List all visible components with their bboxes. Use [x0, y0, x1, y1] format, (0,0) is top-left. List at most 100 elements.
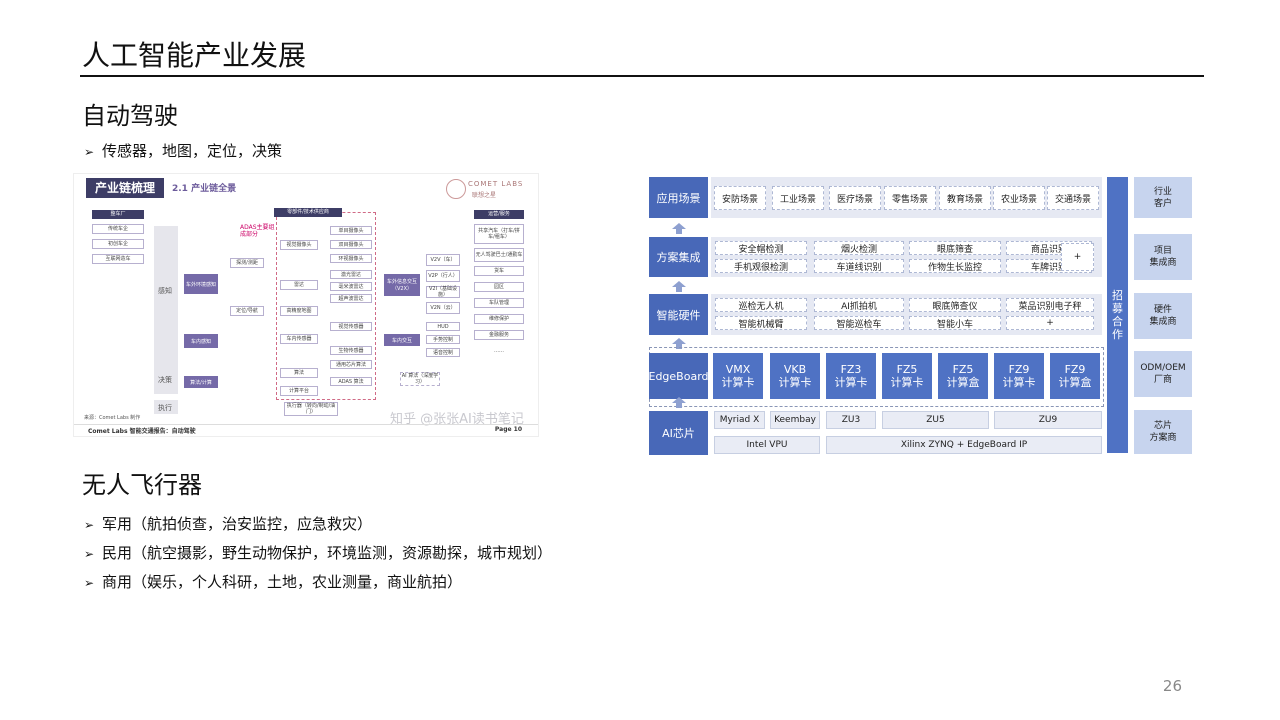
ops-item: 货车 [474, 266, 524, 276]
bullet-arrow-icon: ➢ [84, 518, 95, 532]
sensor-sub-item: 通用芯片算法 [330, 360, 372, 369]
solution-item: 手机观很检测 [715, 259, 807, 273]
title-divider [80, 75, 1204, 77]
solution-item: 眼底筛查 [909, 241, 1001, 255]
block-v2x: 车外信息交互（V2X） [384, 274, 420, 296]
up-arrow-icon [672, 397, 686, 408]
scenario-item: 安防场景 [714, 186, 766, 210]
sensor-sub-item: ADAS 算法 [330, 377, 372, 386]
sensor-sub-item: 环视摄像头 [330, 254, 372, 263]
block-compute: 算法/计算 [184, 376, 218, 388]
page-number: 26 [1162, 677, 1182, 695]
group-head-oem: 整车厂 [92, 210, 144, 219]
sensor-sub-item: 双目摄像头 [330, 240, 372, 249]
up-arrow-icon [672, 338, 686, 349]
stage-perception-bg [154, 226, 178, 376]
oem-item: 初创车企 [92, 239, 144, 249]
ops-item: 金融服务 [474, 330, 524, 340]
solution-item: 烟火检测 [814, 241, 904, 255]
bullet-item: ➢传感器，地图，定位，决策 [84, 137, 282, 166]
row-label-edgeboard: EdgeBoard [649, 353, 709, 399]
ops-item: 无人驾驶巴士/通勤车 [474, 248, 524, 262]
stage-execution: 执行 [158, 404, 172, 412]
hardware-add-button[interactable]: + [1006, 316, 1094, 330]
block-cabin: 车内交互 [384, 334, 420, 346]
hardware-item: 菜品识别电子秤 [1006, 298, 1094, 312]
solution-add-button[interactable]: + [1061, 243, 1094, 271]
recruit-cooperation-label: 招募合作 [1112, 289, 1123, 341]
v2x-item: V2V（车） [426, 254, 460, 266]
chip-item: Myriad X [714, 411, 765, 429]
v2x-item: V2P（行人） [426, 270, 460, 282]
comet-labs-logo: COMET LABS 联想之星 [446, 178, 532, 200]
figure-header: 产业链梳理 2.1 产业链全景 COMET LABS 联想之星 [74, 174, 538, 202]
logo-ring-icon [446, 179, 466, 199]
scenario-item: 零售场景 [884, 186, 936, 210]
industry-chain-figure: 产业链梳理 2.1 产业链全景 COMET LABS 联想之星 整车厂 传统车企… [73, 173, 539, 437]
hardware-item: 眼底筛查仪 [909, 298, 1001, 312]
autonomous-driving-bullets: ➢传感器，地图，定位，决策 [84, 137, 282, 166]
row-label-application: 应用场景 [649, 177, 708, 218]
figure-footer: Comet Labs 智能交通报告：自动驾驶 Page 10 [74, 424, 538, 436]
scenario-item: 农业场景 [993, 186, 1045, 210]
row-label-solution: 方案集成 [649, 237, 708, 277]
mid-item: 定位/导航 [230, 306, 264, 316]
bullet-item: ➢商用（娱乐，个人科研，土地，农业测量，商业航拍） [84, 568, 552, 597]
chip-item: ZU3 [826, 411, 876, 429]
block-env-perception: 车外环境感知 [184, 274, 218, 294]
recruit-cooperation-bar: 招募合作 [1107, 177, 1128, 453]
up-arrow-icon [672, 281, 686, 292]
hardware-item: 智能小车 [909, 316, 1001, 330]
edgeboard-ecosystem-figure: 应用场景 安防场景 工业场景 医疗场景 零售场景 教育场景 农业场景 交通场景 … [649, 175, 1192, 455]
scenario-item: 交通场景 [1047, 186, 1099, 210]
cabin-item: 语音控制 [426, 348, 460, 357]
page-title: 人工智能产业发展 [82, 39, 307, 72]
sensor-sub-item: 生物传感器 [330, 346, 372, 355]
solution-item: 车道线识别 [814, 259, 904, 273]
hardware-item: 智能机械臂 [715, 316, 807, 330]
cabin-item: HUD [426, 322, 460, 331]
sensor-sub-item: 激光雷达 [330, 270, 372, 279]
solution-item: 作物生长监控 [909, 259, 1001, 273]
ops-item: …… [474, 346, 524, 356]
ops-item: 车队管理 [474, 298, 524, 308]
stage-decision-bg [154, 368, 178, 394]
scenario-item: 教育场景 [939, 186, 991, 210]
scenario-item: 工业场景 [772, 186, 824, 210]
sensor-item: 雷达 [280, 280, 318, 290]
exec-block: 执行器（转向/制动/油门） [284, 402, 338, 416]
row-label-hardware: 智能硬件 [649, 294, 708, 335]
block-cabin-perception: 车内感知 [184, 334, 218, 348]
side-label-hardware-integrator: 硬件集成商 [1134, 293, 1192, 339]
bullet-item: ➢民用（航空摄影，野生动物保护，环境监测，资源勘探，城市规划） [84, 539, 552, 568]
side-label-industry-client: 行业客户 [1134, 177, 1192, 218]
sensor-item: 视觉摄像头 [280, 240, 318, 250]
sensor-sub-item: 毫米波雷达 [330, 282, 372, 291]
figure-header-tab: 产业链梳理 [86, 178, 164, 198]
stage-perception: 感知 [158, 287, 172, 295]
sensor-sub-item: 超声波雷达 [330, 294, 372, 303]
v2x-item: V2I（基础设施） [426, 286, 460, 298]
oem-item: 传统车企 [92, 224, 144, 234]
chip-item: ZU5 [882, 411, 989, 429]
hardware-item: 智能巡检车 [814, 316, 904, 330]
section-heading-autonomous-driving: 自动驾驶 [82, 102, 178, 130]
bullet-item: ➢军用（航拍侦查，治安监控，应急救灾） [84, 510, 552, 539]
bullet-arrow-icon: ➢ [84, 576, 95, 590]
hardware-item: AI抓拍机 [814, 298, 904, 312]
sensor-item: 车内传感器 [280, 334, 318, 344]
sensor-sub-item: 单目摄像头 [330, 226, 372, 235]
sensor-item: 计算平台 [280, 386, 318, 396]
sensor-sub-item: 视觉传感器 [330, 322, 372, 331]
scenario-item: 医疗场景 [829, 186, 881, 210]
side-label-integrator: 项目集成商 [1134, 234, 1192, 280]
figure-source: 来源：Comet Labs 制作 [84, 415, 141, 421]
